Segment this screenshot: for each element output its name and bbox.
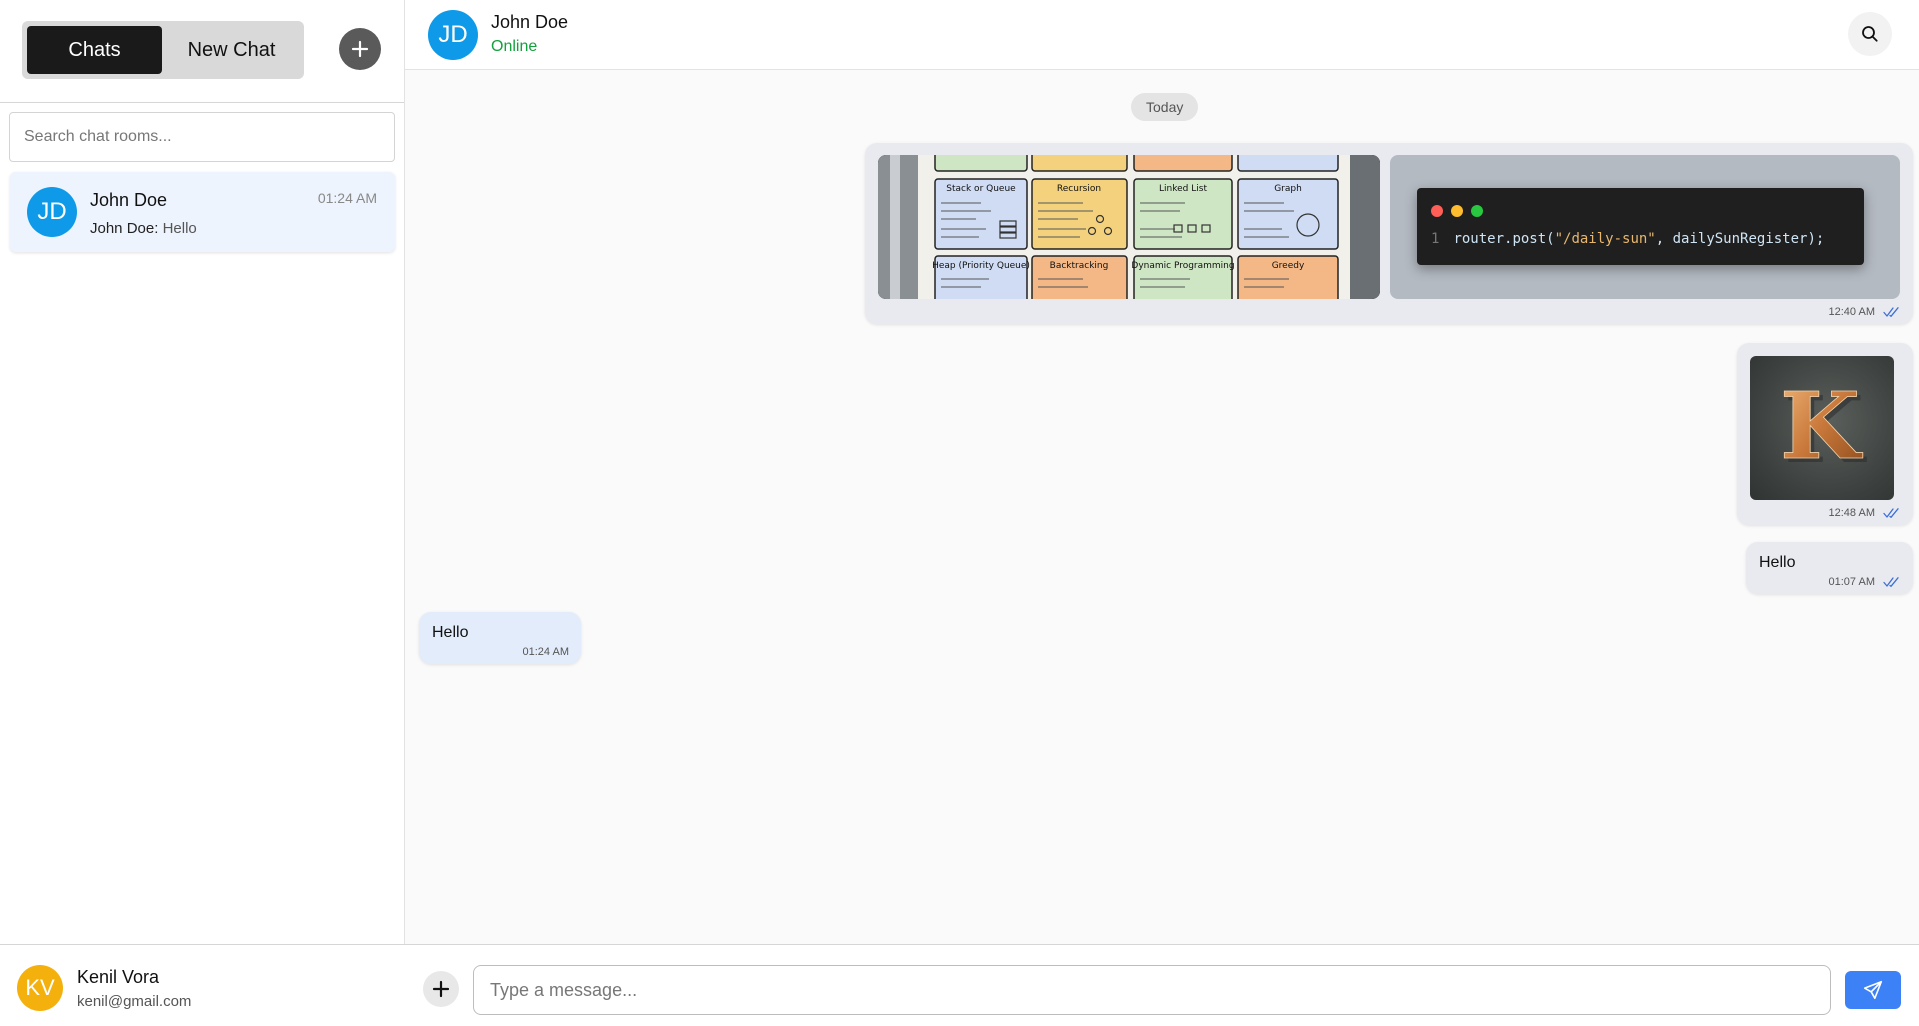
card-title: Stack or Queue xyxy=(946,184,1016,194)
contact-status: Online xyxy=(491,38,538,55)
message-text: Hello xyxy=(1759,554,1796,571)
contact-name: John Doe xyxy=(491,12,569,32)
sidebar: Chats New Chat JD John Doe 01:24 AM John… xyxy=(0,0,405,1026)
card-title: Greedy xyxy=(1272,261,1305,271)
message-meta: 12:48 AM xyxy=(1829,507,1901,519)
card-title: Graph xyxy=(1274,184,1302,194)
message-bubble-incoming: Hello 01:24 AM xyxy=(419,612,581,664)
message-time: 12:48 AM xyxy=(1828,507,1875,519)
window-controls xyxy=(1431,205,1483,217)
message-time: 01:24 AM xyxy=(522,646,569,658)
code-window: 1 router.post("/daily-sun", dailySunRegis… xyxy=(1417,188,1864,265)
card-title: Linked List xyxy=(1159,184,1207,194)
user-email: kenil@gmail.com xyxy=(77,993,192,1010)
double-check-icon xyxy=(1883,508,1899,518)
message-input-wrapper xyxy=(473,965,1831,1015)
code-line: 1 router.post("/daily-sun", dailySunRegis… xyxy=(1431,231,1824,247)
tab-new-chat[interactable]: New Chat xyxy=(187,38,276,61)
logo-letter: K xyxy=(1780,372,1863,480)
minimize-dot-icon xyxy=(1451,205,1463,217)
double-check-icon xyxy=(1883,307,1899,317)
card-title: Backtracking xyxy=(1050,261,1109,271)
chat-panel: JD John Doe Online Today xyxy=(405,0,1919,1026)
send-icon xyxy=(1863,980,1883,1000)
search-messages-button[interactable] xyxy=(1848,12,1892,56)
close-dot-icon xyxy=(1431,205,1443,217)
card-title: Heap (Priority Queue) xyxy=(932,261,1030,271)
line-number: 1 xyxy=(1431,231,1440,247)
attach-button[interactable] xyxy=(423,971,459,1007)
new-chat-button[interactable] xyxy=(339,28,381,70)
double-check-icon xyxy=(1883,577,1899,587)
message-meta: 01:07 AM xyxy=(1829,576,1901,588)
user-name: Kenil Vora xyxy=(77,967,160,987)
logo-letter-shadow: K xyxy=(1784,376,1867,484)
room-time: 01:24 AM xyxy=(317,190,377,206)
room-name: John Doe xyxy=(90,190,168,210)
cheatsheet-graphic: Stack or Queue Recursion Linked List Gra… xyxy=(878,155,1380,299)
chat-header: JD John Doe Online xyxy=(405,0,1919,70)
preview-text: Hello xyxy=(162,220,197,237)
user-profile: KV Kenil Vora kenil@gmail.com xyxy=(0,944,405,1026)
k-logo-graphic: K K xyxy=(1780,372,1867,484)
contact-avatar: JD xyxy=(428,10,478,60)
user-avatar: KV xyxy=(17,965,63,1011)
room-preview: John Doe: Hello xyxy=(90,220,197,237)
plus-icon xyxy=(351,40,369,58)
card-title: Dynamic Programming xyxy=(1131,261,1234,271)
search-chat-rooms xyxy=(9,112,395,162)
message-bubble-outgoing: K K 12:48 AM xyxy=(1737,343,1913,525)
send-button[interactable] xyxy=(1845,971,1901,1009)
code-post: , dailySunRegister); xyxy=(1655,231,1825,247)
logo-image[interactable]: K K xyxy=(1750,356,1894,500)
message-meta: 01:24 AM xyxy=(523,646,569,658)
code-string: "/daily-sun" xyxy=(1554,231,1656,247)
search-icon xyxy=(1862,26,1878,42)
card-title: Recursion xyxy=(1057,184,1101,194)
chat-room-item[interactable]: JD John Doe 01:24 AM John Doe: Hello xyxy=(10,172,395,252)
message-time: 01:07 AM xyxy=(1828,576,1875,588)
message-input[interactable] xyxy=(474,966,1830,1014)
view-toggle: Chats New Chat xyxy=(22,21,304,79)
tab-chats[interactable]: Chats xyxy=(27,26,162,74)
sidebar-header: Chats New Chat xyxy=(0,0,404,103)
message-bubble-outgoing: Stack or Queue Recursion Linked List Gra… xyxy=(865,143,1913,324)
avatar: JD xyxy=(27,187,77,237)
preview-sender: John Doe: xyxy=(90,220,159,237)
code-pre: router.post( xyxy=(1453,231,1555,247)
cheatsheet-image[interactable]: Stack or Queue Recursion Linked List Gra… xyxy=(878,155,1380,299)
search-input[interactable] xyxy=(10,113,394,161)
message-bubble-outgoing: Hello 01:07 AM xyxy=(1746,542,1913,594)
message-meta: 12:40 AM xyxy=(1829,306,1901,318)
message-text: Hello xyxy=(432,624,469,641)
maximize-dot-icon xyxy=(1471,205,1483,217)
date-separator: Today xyxy=(1131,93,1199,121)
message-time: 12:40 AM xyxy=(1828,306,1875,318)
plus-icon xyxy=(432,980,450,998)
message-composer xyxy=(405,944,1919,1026)
code-snippet-image[interactable]: 1 router.post("/daily-sun", dailySunRegis… xyxy=(1390,155,1900,299)
